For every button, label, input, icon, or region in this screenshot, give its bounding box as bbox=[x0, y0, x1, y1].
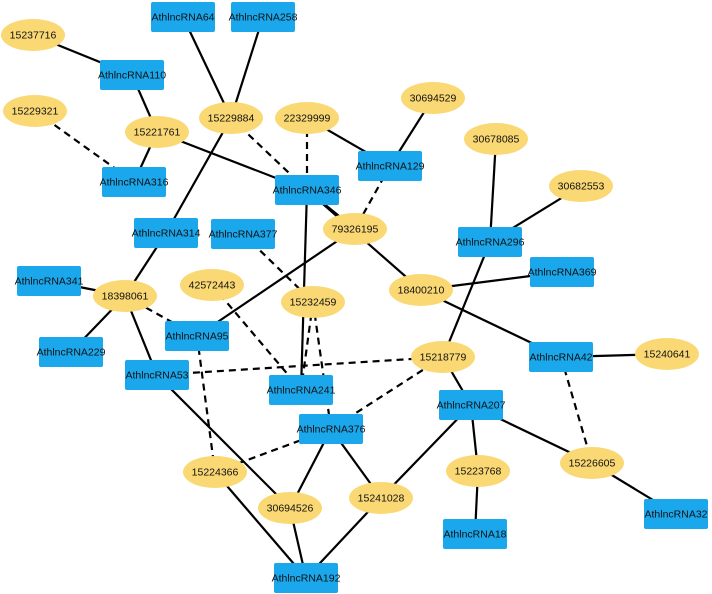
gene-node-shape bbox=[635, 338, 699, 370]
node-athlncrna18[interactable]: AthlncRNA18 bbox=[443, 519, 507, 549]
edge-athlncrna42-to-15226605 bbox=[559, 356, 594, 464]
node-athlncrna376[interactable]: AthlncRNA376 bbox=[297, 414, 366, 444]
node-15223768[interactable]: 15223768 bbox=[446, 455, 510, 487]
lncrna-node-shape bbox=[529, 342, 593, 372]
node-athlncrna42[interactable]: AthlncRNA42 bbox=[529, 342, 593, 372]
lncrna-node-shape bbox=[125, 360, 189, 390]
node-15226605[interactable]: 15226605 bbox=[560, 447, 624, 479]
node-athlncrna258[interactable]: AthlncRNA258 bbox=[229, 2, 298, 32]
node-79326195[interactable]: 79326195 bbox=[323, 213, 387, 245]
node-30694526[interactable]: 30694526 bbox=[258, 492, 322, 524]
node-athlncrna316[interactable]: AthlncRNA316 bbox=[100, 167, 169, 197]
node-athlncrna110[interactable]: AthlncRNA110 bbox=[98, 60, 166, 90]
edge-athlncrna296-to-15218779 bbox=[441, 241, 492, 358]
lncrna-node-shape bbox=[211, 219, 275, 249]
node-athlncrna369[interactable]: AthlncRNA369 bbox=[528, 257, 597, 287]
node-athlncrna296[interactable]: AthlncRNA296 bbox=[456, 227, 525, 257]
node-athlncrna377[interactable]: AthlncRNA377 bbox=[209, 219, 278, 249]
gene-node-shape bbox=[401, 82, 465, 114]
node-athlncrna314[interactable]: AthlncRNA314 bbox=[132, 218, 201, 248]
gene-node-shape bbox=[446, 455, 510, 487]
gene-node-shape bbox=[464, 123, 528, 155]
edge-79326195-to-athlncrna95 bbox=[196, 228, 356, 337]
lncrna-node-shape bbox=[100, 60, 164, 90]
node-15218779[interactable]: 15218779 bbox=[411, 341, 475, 373]
edge-15224366-to-athlncrna376 bbox=[214, 427, 332, 474]
lncrna-node-shape bbox=[269, 375, 333, 405]
gene-node-shape bbox=[93, 280, 157, 312]
gene-node-shape bbox=[3, 95, 67, 127]
node-athlncrna32[interactable]: AthlncRNA32 bbox=[644, 499, 708, 529]
lncrna-node-shape bbox=[458, 227, 522, 257]
gene-node-shape bbox=[281, 286, 345, 318]
node-18400210[interactable]: 18400210 bbox=[389, 274, 453, 306]
node-athlncrna346[interactable]: AthlncRNA346 bbox=[273, 175, 342, 205]
node-athlncrna64[interactable]: AthlncRNA64 bbox=[151, 2, 215, 32]
node-athlncrna95[interactable]: AthlncRNA95 bbox=[165, 321, 229, 351]
node-15229321[interactable]: 15229321 bbox=[3, 95, 67, 127]
node-15232459[interactable]: 15232459 bbox=[281, 286, 345, 318]
node-15224366[interactable]: 15224366 bbox=[183, 456, 247, 488]
edge-athlncrna258-to-15229884 bbox=[229, 16, 265, 119]
node-athlncrna229[interactable]: AthlncRNA229 bbox=[37, 337, 106, 367]
gene-node-shape bbox=[1, 19, 65, 51]
lncrna-node-shape bbox=[274, 563, 338, 593]
node-athlncrna241[interactable]: AthlncRNA241 bbox=[267, 375, 336, 405]
node-athlncrna129[interactable]: AthlncRNA129 bbox=[356, 151, 425, 181]
node-42572443[interactable]: 42572443 bbox=[180, 269, 244, 301]
lncrna-node-shape bbox=[17, 266, 81, 296]
edge-athlncrna207-to-15241028 bbox=[380, 404, 472, 499]
node-22329999[interactable]: 22329999 bbox=[275, 102, 339, 134]
node-30682553[interactable]: 30682553 bbox=[549, 170, 613, 202]
node-30694529[interactable]: 30694529 bbox=[401, 82, 465, 114]
edge-15232459-to-athlncrna376 bbox=[311, 301, 333, 430]
lncrna-node-shape bbox=[443, 519, 507, 549]
edge-42572443-to-athlncrna241 bbox=[211, 284, 302, 391]
gene-node-shape bbox=[258, 492, 322, 524]
lncrna-node-shape bbox=[358, 151, 422, 181]
gene-node-shape bbox=[389, 274, 453, 306]
edge-15224366-to-athlncrna192 bbox=[214, 471, 307, 579]
node-athlncrna53[interactable]: AthlncRNA53 bbox=[125, 360, 189, 390]
edge-15229884-to-athlncrna314 bbox=[165, 117, 232, 234]
lncrna-node-shape bbox=[151, 2, 215, 32]
gene-node-shape bbox=[199, 102, 263, 134]
gene-node-shape bbox=[349, 482, 413, 514]
gene-node-shape bbox=[411, 341, 475, 373]
lncrna-node-shape bbox=[299, 414, 363, 444]
edge-athlncrna53-to-30694526 bbox=[156, 374, 291, 509]
node-athlncrna341[interactable]: AthlncRNA341 bbox=[15, 266, 84, 296]
lncrna-node-shape bbox=[134, 218, 198, 248]
node-athlncrna207[interactable]: AthlncRNA207 bbox=[437, 390, 506, 420]
node-15237716[interactable]: 15237716 bbox=[1, 19, 65, 51]
gene-node-shape bbox=[323, 213, 387, 245]
lncrna-node-shape bbox=[644, 499, 708, 529]
lncrna-node-shape bbox=[39, 337, 103, 367]
lncrna-node-shape bbox=[231, 2, 295, 32]
gene-node-shape bbox=[275, 102, 339, 134]
node-15221761[interactable]: 15221761 bbox=[125, 116, 189, 148]
edge-30678085-to-athlncrna296 bbox=[488, 138, 498, 243]
node-15229884[interactable]: 15229884 bbox=[199, 102, 263, 134]
lncrna-node-shape bbox=[102, 167, 166, 197]
lncrna-node-shape bbox=[165, 321, 229, 351]
gene-node-shape bbox=[180, 269, 244, 301]
gene-node-shape bbox=[183, 456, 247, 488]
gene-node-shape bbox=[560, 447, 624, 479]
gene-node-shape bbox=[125, 116, 189, 148]
lncrna-node-shape bbox=[439, 390, 503, 420]
node-15241028[interactable]: 15241028 bbox=[349, 482, 413, 514]
edge-athlncrna95-to-15224366 bbox=[195, 335, 217, 473]
node-athlncrna192[interactable]: AthlncRNA192 bbox=[272, 563, 341, 593]
lncrna-node-shape bbox=[275, 175, 339, 205]
edge-athlncrna64-to-15229884 bbox=[182, 16, 232, 119]
node-30678085[interactable]: 30678085 bbox=[464, 123, 528, 155]
gene-node-shape bbox=[549, 170, 613, 202]
lncrna-node-shape bbox=[530, 257, 594, 287]
node-18398061[interactable]: 18398061 bbox=[93, 280, 157, 312]
node-15240641[interactable]: 15240641 bbox=[635, 338, 699, 370]
